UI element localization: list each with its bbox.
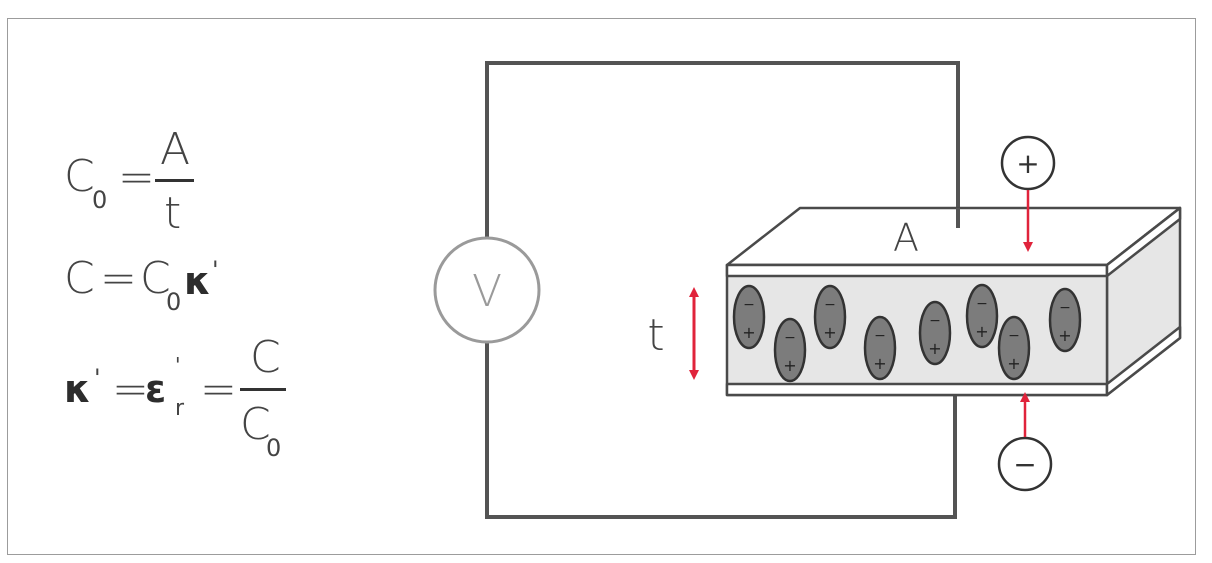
dipoles: − + − + − + − + − + − + − [732, 283, 1082, 383]
eq3-denominator-subscript: 0 [266, 434, 282, 462]
svg-text:+: + [928, 339, 941, 358]
voltmeter: V [433, 236, 541, 344]
eq3-fraction-bar [240, 388, 286, 391]
voltmeter-circle [433, 236, 541, 344]
eq2-rhs-subscript: 0 [166, 288, 182, 316]
equations-panel: C 0 = A t C = C 0 κ ' κ ' = ε ' r = C C … [0, 0, 420, 563]
thickness-indicator: t [647, 287, 699, 380]
svg-text:+: + [1058, 326, 1071, 345]
eq2-prime: ' [212, 256, 219, 284]
top-plate-band [725, 263, 1109, 278]
dipole: − + [1048, 287, 1082, 353]
eq2-rhs: C [140, 253, 171, 304]
circuit-wires [485, 61, 960, 519]
minus-circle [997, 436, 1053, 492]
bottom-plate-band [725, 382, 1109, 397]
dipole: − + [773, 317, 807, 383]
svg-text:−: − [1008, 328, 1020, 344]
svg-text:−: − [824, 297, 836, 313]
plus-circle [1000, 135, 1056, 191]
area-label: A [893, 216, 919, 260]
svg-text:+: + [873, 354, 886, 373]
dipole: − + [965, 283, 999, 349]
dipole: − + [918, 300, 952, 366]
eq3-equals-2: = [200, 364, 237, 415]
dipole: − + [863, 315, 897, 381]
negative-terminal: − [997, 392, 1053, 492]
positive-terminal: + [1000, 135, 1056, 252]
voltmeter-label: V [472, 266, 502, 317]
eq3-kappa: κ [64, 367, 91, 411]
svg-text:−: − [929, 313, 941, 329]
eq3-numerator: C [250, 332, 281, 383]
eq2-lhs: C [64, 253, 95, 304]
top-wire [485, 61, 960, 243]
bottom-plate-side [1105, 325, 1182, 397]
eq1-lhs-subscript: 0 [92, 186, 108, 214]
plus-sign: + [1016, 147, 1039, 180]
eq3-prime: ' [94, 364, 101, 392]
svg-text:+: + [975, 322, 988, 341]
top-plate-face [725, 206, 1182, 267]
eq3-epsilon-subscript: r [175, 396, 185, 421]
svg-text:+: + [823, 323, 836, 342]
minus-sign: − [1013, 448, 1036, 481]
eq2-equals: = [100, 253, 137, 304]
svg-text:−: − [784, 330, 796, 346]
dipole: − + [813, 284, 847, 350]
eq3-epsilon-superscript: ' [175, 353, 181, 377]
eq1-equals: = [118, 152, 155, 203]
eq3-equals-1: = [112, 364, 149, 415]
svg-text:−: − [874, 328, 886, 344]
eq2-kappa: κ [184, 259, 211, 303]
eq1-fraction-bar [155, 179, 194, 182]
svg-text:+: + [783, 356, 796, 375]
eq3-epsilon: ε [145, 367, 167, 411]
eq1-numerator: A [160, 124, 191, 175]
svg-text:+: + [742, 323, 755, 342]
thickness-label: t [647, 310, 664, 361]
dipole: − + [997, 315, 1031, 381]
svg-text:+: + [1007, 354, 1020, 373]
bottom-wire [485, 336, 957, 519]
dipole: − + [732, 284, 766, 350]
svg-text:−: − [1059, 300, 1071, 316]
svg-text:−: − [976, 296, 988, 312]
svg-text:−: − [743, 297, 755, 313]
eq1-denominator: t [164, 188, 182, 239]
eq1-lhs: C [64, 151, 95, 202]
eq3-denominator: C [240, 399, 271, 450]
top-plate-side [1105, 206, 1182, 278]
